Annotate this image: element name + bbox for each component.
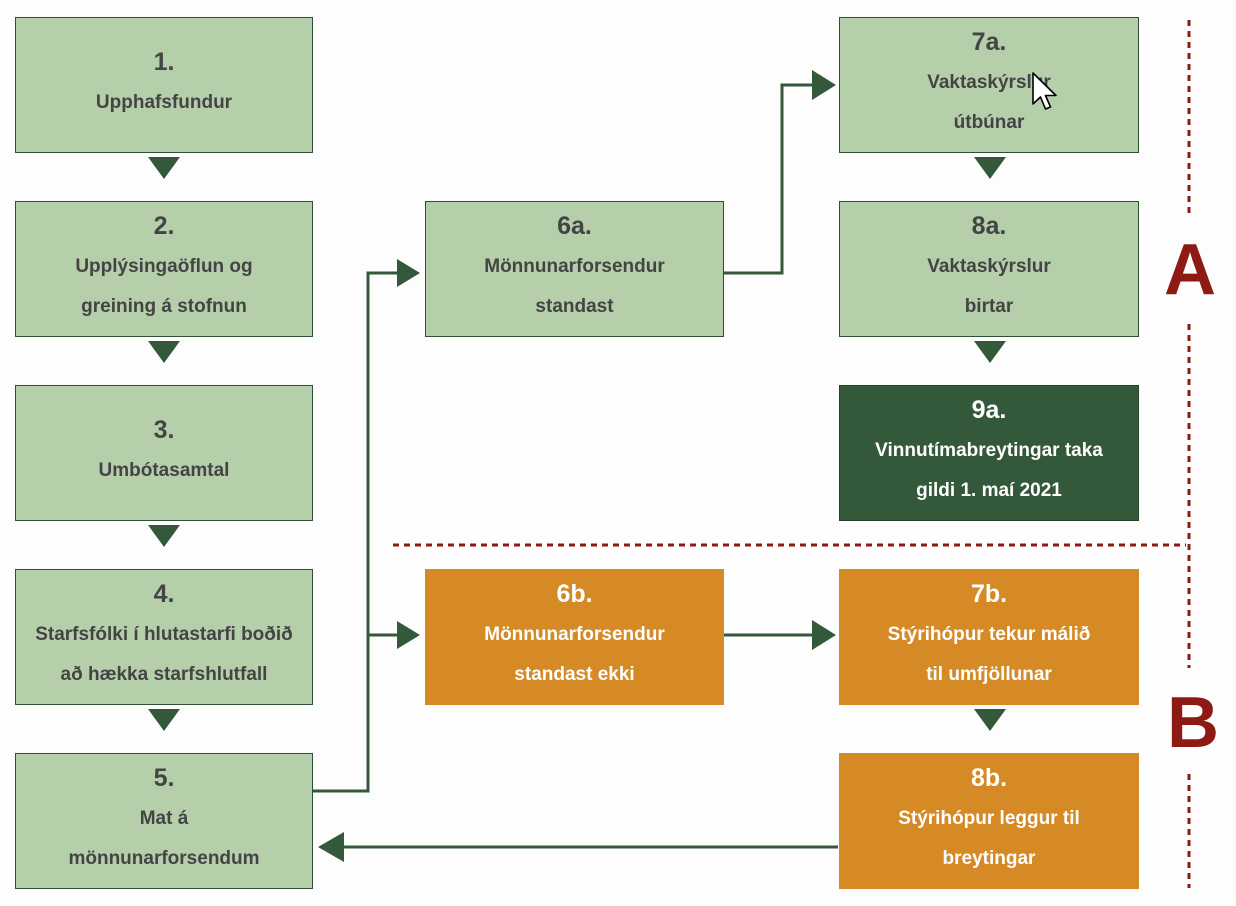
step-4-number: 4. bbox=[153, 580, 175, 608]
step-7b-number: 7b. bbox=[970, 580, 1008, 608]
line-6a-7a bbox=[724, 83, 815, 275]
step-3-label: Umbótasamtal bbox=[98, 460, 230, 481]
step-6b-number: 6b. bbox=[556, 580, 593, 608]
step-9a-number: 9a. bbox=[971, 396, 1007, 424]
step-3-number: 3. bbox=[153, 416, 175, 444]
step-1-box: 1. Upphafsfundur bbox=[15, 17, 313, 153]
down-arrow-4-5 bbox=[148, 709, 180, 731]
arrow-to-5 bbox=[318, 832, 344, 862]
arrow-to-7b bbox=[812, 620, 836, 650]
arrow-to-7a bbox=[812, 70, 836, 100]
zone-a-letter: A bbox=[1164, 230, 1216, 310]
branch-line-5 bbox=[313, 271, 400, 793]
down-arrow-7b-8b bbox=[974, 709, 1006, 731]
zone-b-letter: B bbox=[1167, 683, 1219, 763]
step-2-number: 2. bbox=[153, 212, 175, 240]
step-8a-number: 8a. bbox=[971, 212, 1007, 240]
step-7a-number: 7a. bbox=[971, 28, 1007, 56]
down-arrow-3-4 bbox=[148, 525, 180, 547]
step-5-number: 5. bbox=[153, 764, 175, 792]
arrow-to-6b bbox=[397, 621, 420, 649]
step-8b-number: 8b. bbox=[970, 764, 1008, 792]
step-3-box: 3. Umbótasamtal bbox=[15, 385, 313, 521]
down-arrow-2-3 bbox=[148, 341, 180, 363]
arrow-to-6a bbox=[397, 259, 420, 287]
down-arrow-8a-9a bbox=[974, 341, 1006, 363]
step-6a-number: 6a. bbox=[557, 212, 592, 240]
down-arrow-1-2 bbox=[148, 157, 180, 179]
step-1-label: Upphafsfundur bbox=[95, 92, 233, 113]
mouse-pointer-icon bbox=[1032, 72, 1057, 110]
down-arrow-7a-8a bbox=[974, 157, 1006, 179]
step-1-number: 1. bbox=[153, 48, 175, 76]
